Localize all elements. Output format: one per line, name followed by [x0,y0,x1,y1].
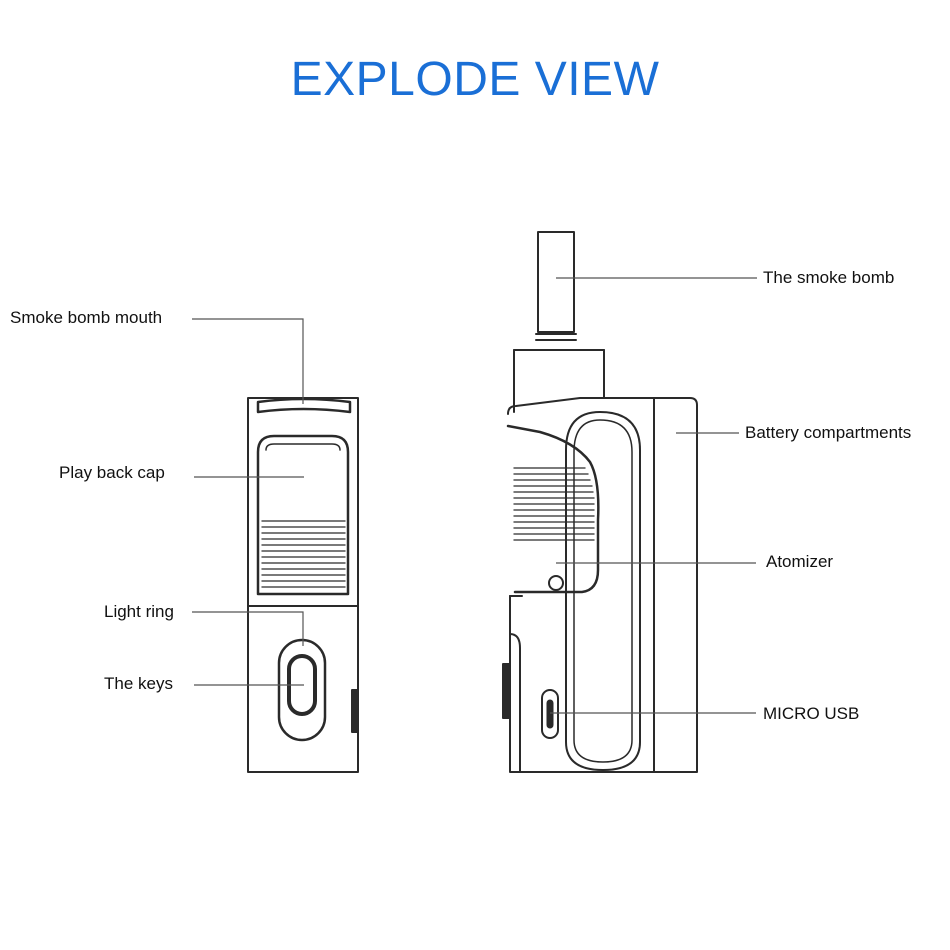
label-light-ring: Light ring [104,602,174,621]
light-ring-shape [277,638,327,742]
play-back-cap-ribs [261,520,346,588]
leader-lines [192,277,757,714]
label-battery-compartments: Battery compartments [745,423,912,442]
label-micro-usb: MICRO USB [763,704,860,723]
label-atomizer: Atomizer [766,552,834,571]
label-play-back-cap: Play back cap [59,463,165,482]
atomizer-ribs [513,467,595,541]
label-the-keys: The keys [104,674,173,693]
label-smoke-bomb-mouth: Smoke bomb mouth [10,308,163,327]
page-title: EXPLODE VIEW [290,53,660,106]
label-the-smoke-bomb: The smoke bomb [763,268,895,287]
left-device [247,397,359,773]
right-device [502,231,698,773]
